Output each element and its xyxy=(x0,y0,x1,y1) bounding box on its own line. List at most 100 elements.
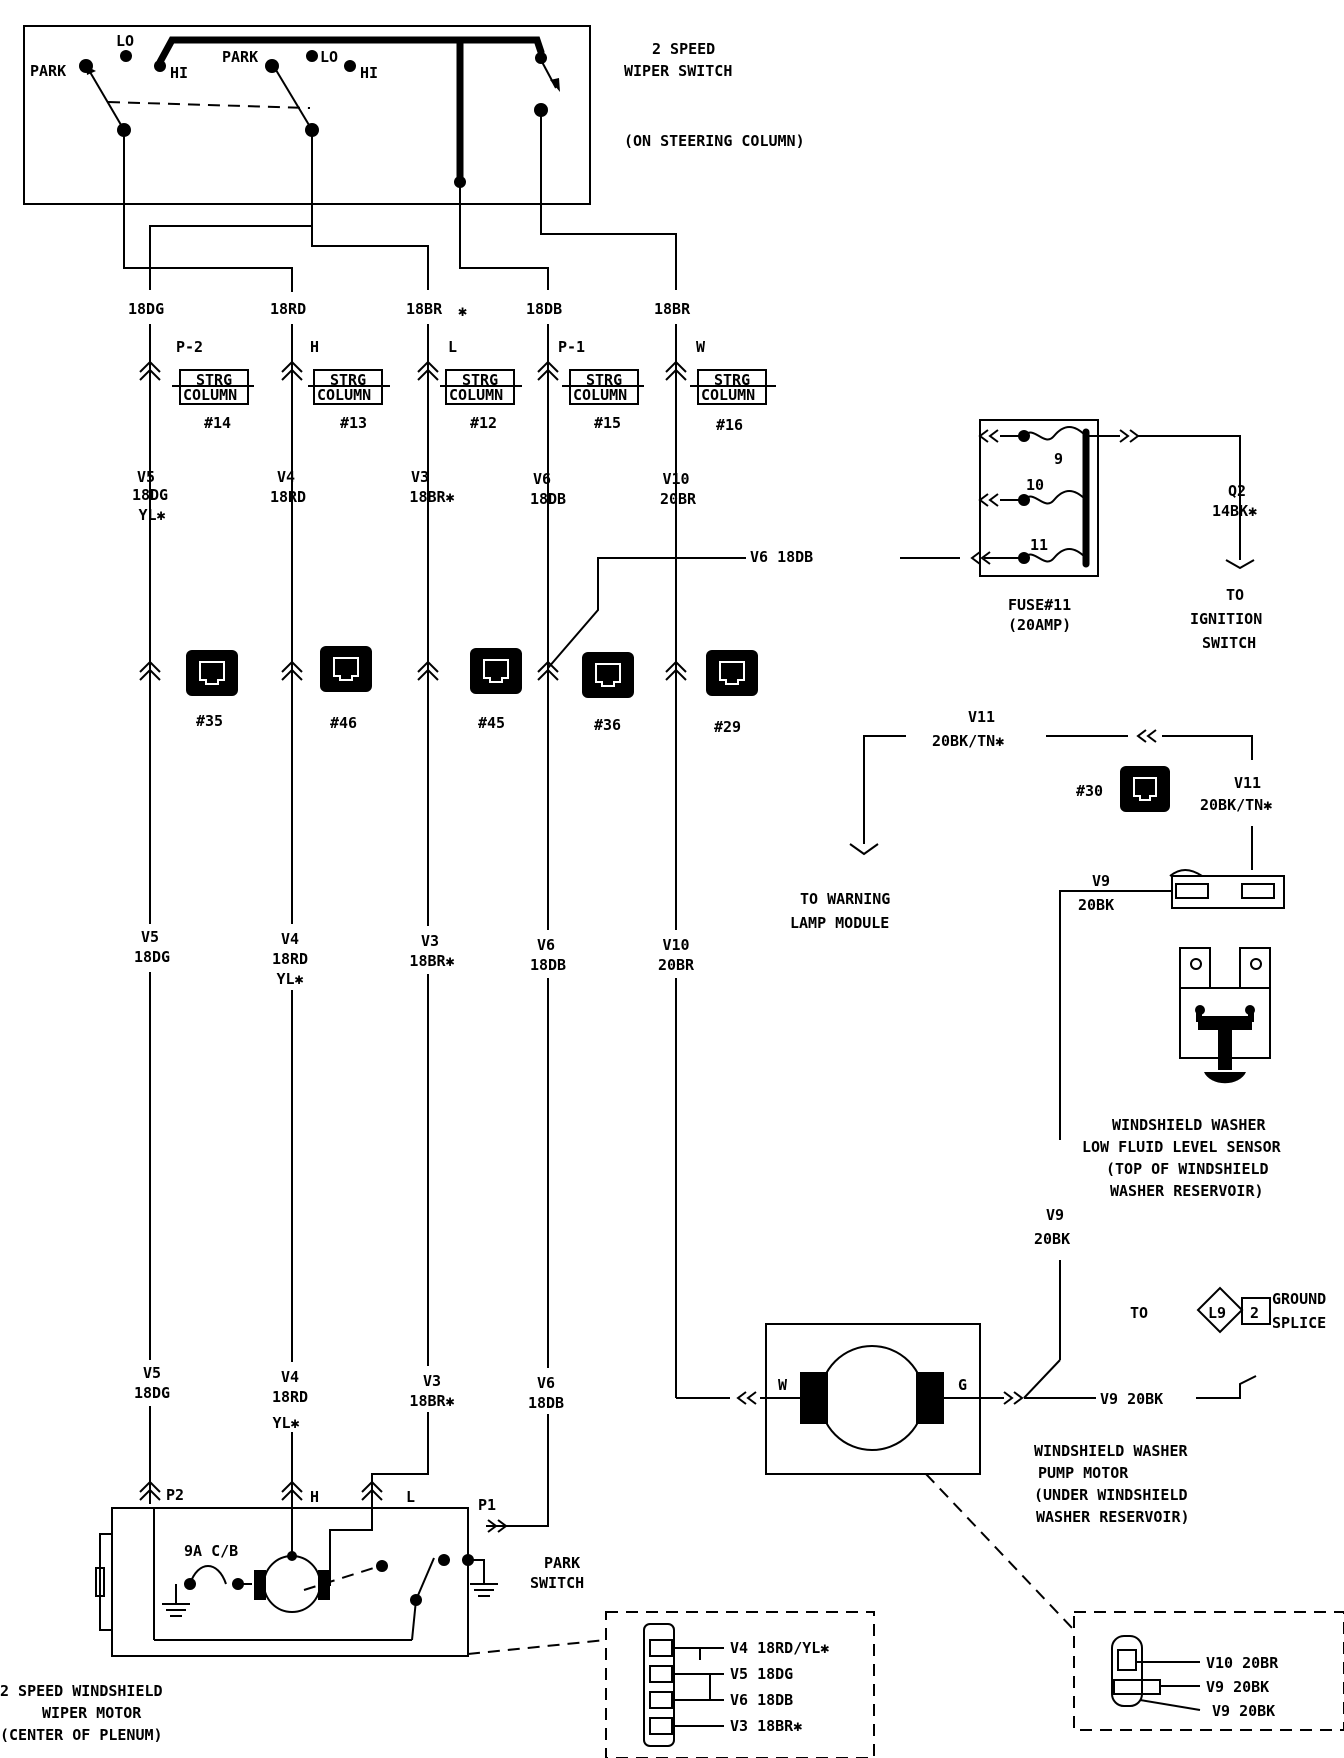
wire-circuit: V6 xyxy=(533,470,551,488)
pump-connector-detail: V10 20BR V9 20BK V9 20BK xyxy=(925,1473,1344,1731)
connector-number: #35 xyxy=(196,712,223,730)
motor-line-3: (CENTER OF PLENUM) xyxy=(0,1726,163,1744)
chevron-icon xyxy=(361,1480,383,1501)
strg-column-16: STRG COLUMN #16 xyxy=(690,369,776,434)
wiper-switch: PARK LO HI PARK LO HI 2 SPEED WIPER SWIT… xyxy=(23,25,805,205)
splice-pin: 2 xyxy=(1250,1304,1259,1322)
connector-icon xyxy=(470,648,522,694)
strg-column-14: STRG COLUMN #14 xyxy=(172,369,254,432)
mid-wire-labels: V5 18DG YL✱ V4 18RD V3 18BR✱ V6 18DB V10… xyxy=(132,468,697,524)
wire-gauge: 18RD xyxy=(272,950,308,968)
ground-splice: L9 2 TO GROUND SPLICE xyxy=(1130,1286,1326,1334)
park-switch-2: SWITCH xyxy=(530,1574,584,1592)
chevron-icon xyxy=(487,1519,508,1533)
chevron-icon xyxy=(281,360,303,381)
strg-column-13: STRG COLUMN #13 xyxy=(308,369,390,432)
fuse-tap-11: 11 xyxy=(1030,536,1048,554)
strg-number: #13 xyxy=(340,414,367,432)
motor-conn-1: V4 18RD/YL✱ xyxy=(730,1639,829,1657)
wire-gauge: 18DG xyxy=(134,1384,170,1402)
fuse-rating: (20AMP) xyxy=(1008,616,1071,634)
pin-label-3: L xyxy=(448,338,457,356)
ground-icon xyxy=(470,1583,498,1597)
sensor-3: (TOP OF WINDSHIELD xyxy=(1106,1160,1269,1178)
wire-circuit: V5 xyxy=(141,928,159,946)
v9-gauge-1: 20BK xyxy=(1078,896,1114,914)
warning-1: TO WARNING xyxy=(800,890,890,908)
top-wire-4: 18DB xyxy=(526,300,562,318)
low-fluid-sensor-icon xyxy=(1179,947,1271,1084)
wire-extra: YL✱ xyxy=(276,970,303,988)
fuse-9-icon xyxy=(1023,426,1087,441)
motor-pin-p1: P1 xyxy=(478,1496,496,1514)
chevron-icon xyxy=(417,360,439,381)
pump-motor-icon xyxy=(819,1345,925,1451)
breaker-label: 9A C/B xyxy=(184,1542,238,1560)
wire-circuit: V5 xyxy=(137,468,155,486)
fuse-tap-9: 9 xyxy=(1054,450,1063,468)
wire-circuit: V6 xyxy=(537,936,555,954)
motor-conn-3: V6 18DB xyxy=(730,1691,793,1709)
chevron-icon xyxy=(1119,429,1140,443)
motor-armature-icon xyxy=(263,1555,321,1613)
pump-line-3: (UNDER WINDSHIELD xyxy=(1034,1486,1188,1504)
chevron-icon xyxy=(665,360,687,381)
park-switch-1: PARK xyxy=(544,1554,580,1572)
strg-label: COLUMN xyxy=(573,386,627,404)
wire-gauge: 18RD xyxy=(270,488,306,506)
wire-circuit: V10 xyxy=(662,936,689,954)
fuse-label: FUSE#11 xyxy=(1008,596,1071,614)
chevron-icon xyxy=(281,1480,303,1501)
strg-number: #12 xyxy=(470,414,497,432)
wiper-motor: P2 H L P1 9A C/B PARK SWITCH 2 SPEED WIN… xyxy=(0,1440,584,1744)
chevron-icon xyxy=(970,551,991,565)
fuse-10-icon xyxy=(1023,490,1087,505)
chevron-icon xyxy=(736,1391,757,1405)
splice-id: L9 xyxy=(1208,1304,1226,1322)
strg-number: #16 xyxy=(716,416,743,434)
wire-gauge: 18DG xyxy=(132,486,168,504)
strg-column-connectors: STRG COLUMN #14 STRG COLUMN #13 STRG COL… xyxy=(172,369,776,434)
sensor-4: WASHER RESERVOIR) xyxy=(1110,1182,1264,1200)
wire-gauge: 18BR✱ xyxy=(409,488,454,506)
strg-label: COLUMN xyxy=(701,386,755,404)
harness: 18DG 18RD 18BR ✱ 18DB 18BR P-2 H L P-1 W xyxy=(128,300,960,1474)
v11-circuit-1: V11 xyxy=(968,708,995,726)
wire-extra: YL✱ xyxy=(138,506,165,524)
connector-number: #45 xyxy=(478,714,505,732)
fuse-tap-10: 10 xyxy=(1026,476,1044,494)
top-wire-5: 18BR xyxy=(654,300,691,318)
body-connectors: #35 #46 #45 #36 #29 xyxy=(139,646,758,736)
wire-circuit: V4 xyxy=(281,930,299,948)
bottom-wire-labels: V5 18DG V4 18RD YL✱ V3 18BR✱ V6 18DB xyxy=(118,1360,580,1432)
wire-gauge: 20BR xyxy=(658,956,695,974)
top-wire-2: 18RD xyxy=(270,300,306,318)
pump-conn-3: V9 20BK xyxy=(1212,1702,1275,1720)
pump-line-2: PUMP MOTOR xyxy=(1038,1464,1129,1482)
wire-gauge: 18DG xyxy=(134,948,170,966)
strg-label: COLUMN xyxy=(317,386,371,404)
motor-line-2: WIPER MOTOR xyxy=(42,1704,142,1722)
fuse-11-icon xyxy=(1023,548,1087,563)
wire-circuit: V3 xyxy=(411,468,429,486)
connector-number: #29 xyxy=(714,718,741,736)
wire-extra: YL✱ xyxy=(272,1414,299,1432)
wire-circuit: V10 xyxy=(662,470,689,488)
switch-title-2: WIPER SWITCH xyxy=(624,62,732,80)
wire-circuit: V4 xyxy=(277,468,295,486)
sensor-2: LOW FLUID LEVEL SENSOR xyxy=(1082,1138,1282,1156)
q2-gauge: 14BK✱ xyxy=(1212,502,1257,520)
switch-park1: PARK xyxy=(30,62,66,80)
strg-column-12: STRG COLUMN #12 xyxy=(440,369,522,432)
pin-label-4: P-1 xyxy=(558,338,585,356)
switch-lo1: LO xyxy=(116,32,134,50)
strg-label: COLUMN xyxy=(449,386,503,404)
v11-gauge-1: 20BK/TN✱ xyxy=(932,732,1004,750)
connector-icon xyxy=(1120,766,1170,812)
v9-circuit-1: V9 xyxy=(1092,872,1110,890)
v11-circuit-2: V11 xyxy=(1234,774,1261,792)
motor-conn-4: V3 18BR✱ xyxy=(730,1717,802,1735)
wire-circuit: V6 xyxy=(537,1374,555,1392)
switch-lo2: LO xyxy=(320,48,338,66)
connector-number: #46 xyxy=(330,714,357,732)
